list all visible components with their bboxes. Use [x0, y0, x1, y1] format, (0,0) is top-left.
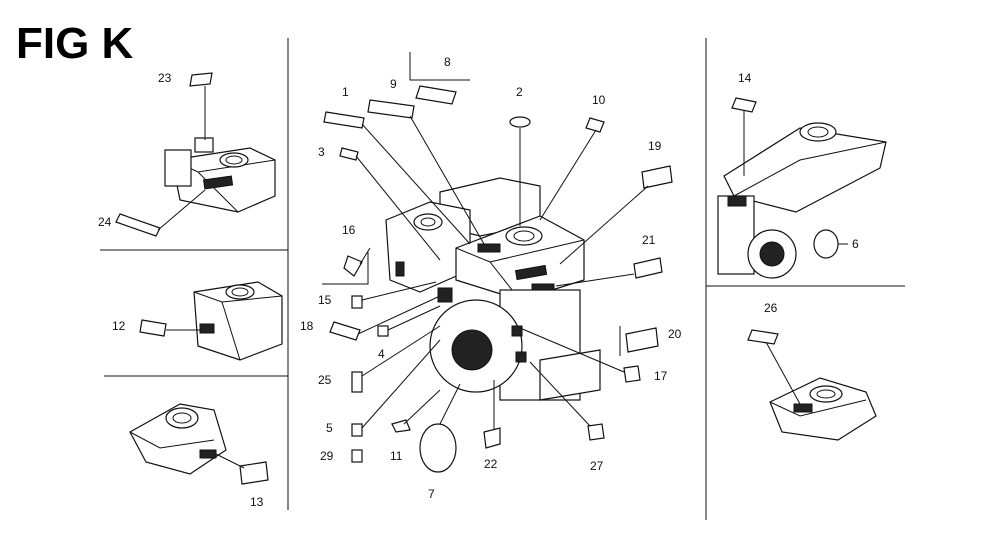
callout-25: 25: [318, 373, 332, 387]
callout-16: 16: [342, 223, 356, 237]
fuel-tank-middle-left: [193, 281, 283, 361]
callout-2: 2: [516, 85, 523, 99]
fuel-tank-bottom-left: [129, 403, 227, 475]
engine-decals: [322, 52, 673, 473]
callout-19: 19: [648, 139, 662, 153]
decal-12: [139, 319, 200, 337]
decal-13: [215, 453, 269, 485]
fuel-tank-bottom-right: [769, 377, 877, 441]
part-6-gasket: [813, 229, 848, 259]
callout-27: 27: [590, 459, 604, 473]
callout-10: 10: [592, 93, 606, 107]
callout-15: 15: [318, 293, 332, 307]
decal-14: [731, 97, 757, 176]
callout-17: 17: [654, 369, 668, 383]
engine-main: [385, 177, 601, 401]
callout-5: 5: [326, 421, 333, 435]
callout-12: 12: [112, 319, 126, 333]
callout-1: 1: [342, 85, 349, 99]
decal-24: [115, 189, 206, 237]
callout-11: 11: [390, 449, 403, 463]
callout-18: 18: [300, 319, 314, 333]
callout-6: 6: [852, 237, 859, 251]
callout-3: 3: [318, 145, 325, 159]
callout-29: 29: [320, 449, 334, 463]
decal-23: [189, 72, 213, 140]
section-dividers: [100, 38, 905, 520]
callout-9: 9: [390, 77, 397, 91]
callout-20: 20: [668, 327, 682, 341]
callout-24: 24: [98, 215, 112, 229]
callout-labels: 23 24 12 13 1 9 8 2 10 3 19 16 21 15 18 …: [98, 55, 859, 509]
callout-8: 8: [444, 55, 451, 69]
callout-4: 4: [378, 347, 385, 361]
fuel-tank-top-right: [717, 122, 887, 279]
fuel-tank-top-left: [164, 137, 276, 213]
callout-26: 26: [764, 301, 778, 315]
callout-14: 14: [738, 71, 752, 85]
callout-21: 21: [642, 233, 656, 247]
figure-title: FIG K: [16, 19, 134, 68]
callout-23: 23: [158, 71, 172, 85]
callout-7: 7: [428, 487, 435, 501]
decal-26: [747, 329, 801, 405]
callout-13: 13: [250, 495, 264, 509]
callout-22: 22: [484, 457, 498, 471]
